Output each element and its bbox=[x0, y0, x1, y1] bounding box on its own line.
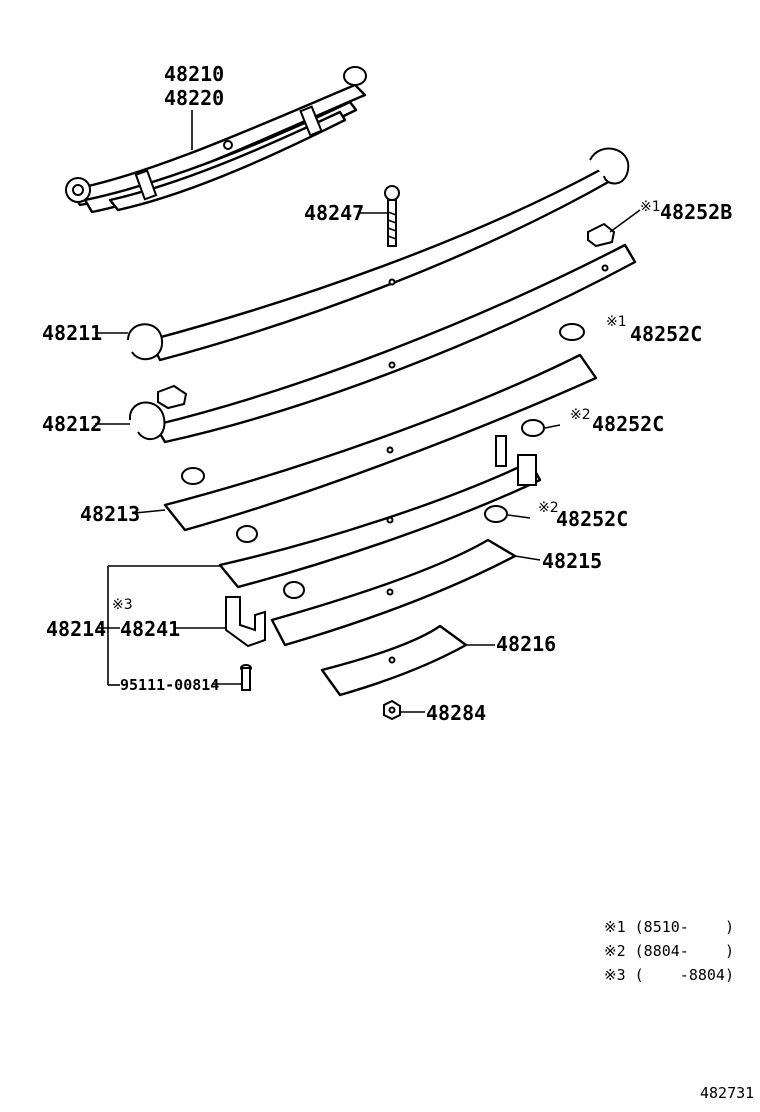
clip-48241-illustration bbox=[225, 596, 266, 648]
label-48210: 48210 bbox=[164, 62, 224, 86]
label-48252c-1: 48252C bbox=[630, 322, 702, 346]
silencer-pads bbox=[157, 222, 616, 599]
rivet-95111-illustration bbox=[240, 664, 252, 691]
label-48252c-3: 48252C bbox=[556, 507, 628, 531]
leaf-48214 bbox=[218, 435, 542, 589]
legend-note-3: ※3 ( -8804) bbox=[604, 966, 734, 984]
mark-1-48252c: ※1 bbox=[606, 314, 627, 330]
label-48241: 48241 bbox=[120, 617, 180, 641]
label-48212: 48212 bbox=[42, 412, 102, 436]
label-48252c-2: 48252C bbox=[592, 412, 664, 436]
label-48284: 48284 bbox=[426, 701, 486, 725]
label-48252b: 48252B bbox=[660, 200, 732, 224]
leader-lines bbox=[95, 110, 641, 713]
label-48220: 48220 bbox=[164, 86, 224, 110]
label-95111-00814: 95111-00814 bbox=[120, 676, 219, 694]
mark-3-48241: ※3 bbox=[112, 597, 133, 613]
spring-assembly-illustration bbox=[65, 66, 367, 214]
label-48216: 48216 bbox=[496, 632, 556, 656]
label-48247: 48247 bbox=[304, 201, 364, 225]
diagram-code: 482731 bbox=[700, 1084, 754, 1102]
label-48213: 48213 bbox=[80, 502, 140, 526]
label-48215: 48215 bbox=[542, 549, 602, 573]
leaf-48213 bbox=[163, 353, 598, 532]
leaf-48212 bbox=[128, 243, 637, 444]
mark-2-48252c: ※2 bbox=[570, 407, 591, 423]
mark-2-48252c-lower: ※2 bbox=[538, 500, 559, 516]
center-bolt-illustration bbox=[384, 185, 400, 247]
legend-note-2: ※2 (8804- ) bbox=[604, 942, 734, 960]
legend-note-1: ※1 (8510- ) bbox=[604, 918, 734, 936]
nut-48284-illustration bbox=[383, 699, 401, 721]
leaf-48216 bbox=[320, 624, 468, 697]
mark-1-48252b: ※1 bbox=[640, 199, 661, 215]
label-48211: 48211 bbox=[42, 321, 102, 345]
leaf-48211 bbox=[127, 147, 630, 362]
label-48214: 48214 bbox=[46, 617, 106, 641]
